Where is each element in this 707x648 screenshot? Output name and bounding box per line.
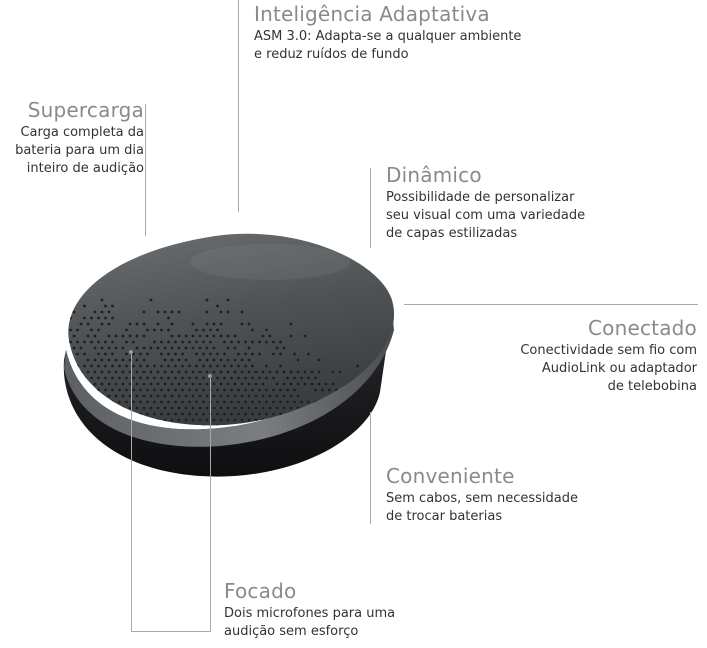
microphone-grille: [68, 298, 394, 426]
device-rim: [64, 310, 394, 447]
callout-dynamic-title: Dinâmico: [386, 163, 482, 187]
callout-focused-title: Focado: [224, 579, 297, 603]
leader-line-dynamic: [370, 168, 371, 248]
callout-convenient-desc: Sem cabos, sem necessidade de trocar bat…: [386, 491, 578, 524]
callout-adaptive: Inteligência Adaptativa ASM 3.0: Adapta-…: [254, 2, 521, 64]
callout-adaptive-desc: ASM 3.0: Adapta-se a qualquer ambiente e…: [254, 29, 522, 62]
callout-supercharge: Supercarga Carga completa da bateria par…: [15, 98, 144, 178]
leader-line-focused-a: [131, 352, 132, 632]
device-top: [68, 233, 395, 426]
callout-adaptive-title: Inteligência Adaptativa: [254, 2, 490, 26]
callout-focused: Focado Dois microfones para uma audição …: [224, 579, 395, 641]
callout-supercharge-title: Supercarga: [27, 98, 144, 122]
callout-dynamic-desc: Possibilidade de personalizar seu visual…: [386, 190, 586, 241]
callout-convenient-title: Conveniente: [386, 464, 515, 488]
leader-line-connected: [404, 304, 698, 305]
microphone-marker-2: [208, 374, 212, 378]
callout-supercharge-desc: Carga completa da bateria para um dia in…: [15, 125, 144, 176]
microphone-marker-1: [129, 350, 133, 354]
leader-line-focused-b: [210, 376, 211, 632]
callout-connected: Conectado Conectividade sem fio com Audi…: [520, 316, 697, 396]
callout-connected-desc: Conectividade sem fio com AudioLink ou a…: [520, 343, 697, 394]
callout-focused-desc: Dois microfones para uma audição sem esf…: [224, 606, 396, 639]
callout-dynamic: Dinâmico Possibilidade de personalizar s…: [386, 163, 585, 243]
callout-convenient: Conveniente Sem cabos, sem necessidade d…: [386, 464, 578, 526]
callout-connected-title: Conectado: [587, 316, 697, 340]
leader-line-supercharge: [145, 104, 146, 236]
leader-line-adaptive: [238, 0, 239, 212]
leader-line-focused-h: [131, 631, 211, 632]
leader-line-convenient: [370, 412, 371, 524]
